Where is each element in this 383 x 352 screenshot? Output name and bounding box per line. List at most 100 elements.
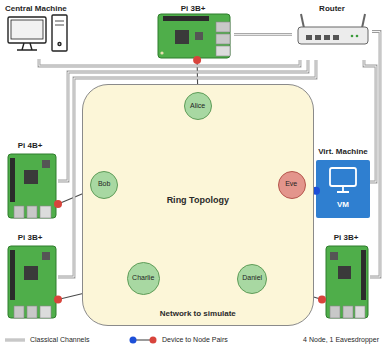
router-port [333, 35, 339, 40]
virtual-machine-node: Virt. MachineVM [316, 146, 370, 218]
pi-mount-hole [160, 51, 163, 54]
router-port [315, 35, 321, 40]
pi-chip [330, 252, 338, 260]
pi-pcb [158, 14, 230, 58]
node-name: Charlie [132, 274, 154, 282]
channel-line [370, 32, 380, 278]
eavesdropper-node: Eve [278, 171, 306, 199]
router-node: Router [292, 3, 372, 60]
raspberry-pi-board [326, 246, 368, 318]
pi-usb-port [216, 34, 230, 44]
pi-pcb [326, 246, 368, 318]
legend-entry: Classical Channels [4, 335, 90, 345]
computer-icon [8, 15, 67, 51]
pi-ethernet-port [40, 206, 51, 218]
node-label: Pi 3B+ [181, 4, 206, 13]
network-node: Bob [90, 171, 118, 199]
channel-line [234, 33, 292, 36]
pi-soc [338, 266, 351, 279]
network-node: Daniel [237, 264, 267, 294]
node-label: Pi 4B+ [18, 141, 43, 150]
vm-monitor-stand [337, 186, 349, 192]
pi-soc [175, 30, 189, 44]
pi-ethernet-port [355, 306, 365, 318]
pi-usb-port [343, 306, 353, 318]
router-icon [298, 14, 368, 44]
pc-tower [52, 15, 67, 51]
router-port [324, 35, 330, 40]
router-antenna [301, 14, 304, 28]
router-body [298, 27, 368, 44]
classical-channel [39, 59, 300, 66]
pi-pcb [8, 246, 56, 318]
pc-power-button [58, 43, 61, 46]
legend-line [133, 339, 153, 340]
node-label: Router [319, 4, 345, 13]
router-led [356, 35, 359, 38]
channel-line-gap [234, 34, 292, 35]
legend-line [5, 339, 25, 342]
pc-tower-bays [55, 21, 64, 25]
raspberry-pi-board [158, 14, 230, 58]
node-label: Virt. Machine [318, 147, 368, 156]
node-name: Bob [98, 180, 110, 188]
device-dot [193, 56, 201, 64]
monitor [8, 17, 46, 43]
legend-text: Device to Node Pairs [162, 336, 228, 344]
raspberry-pi-board [8, 154, 56, 218]
legend-line-gap [5, 340, 25, 341]
network-node: Charlie [127, 262, 160, 295]
classical-channel [370, 32, 380, 278]
node-label: Pi 3B+ [334, 233, 359, 242]
channel-line-gap [364, 60, 376, 182]
pi-ethernet-port [40, 306, 51, 318]
monitor-stand [17, 43, 37, 50]
legend-text: Classical Channels [30, 336, 90, 344]
channel-line [364, 60, 376, 182]
pi-gpio-header [10, 158, 15, 202]
node-name: Daniel [242, 274, 262, 282]
router-port [306, 35, 312, 40]
network-region: AliceBob EveCharlie Daniel Ring TopologyNet… [82, 84, 314, 326]
device-dot [54, 296, 62, 304]
pi-usb-port [14, 206, 24, 218]
pi-chip [42, 160, 50, 168]
raspberry-pi-board [8, 246, 56, 318]
pi-chip [195, 32, 203, 40]
note-label: 4 Node, 1 Eavesdropper [303, 336, 379, 344]
vm-panel [316, 160, 370, 218]
legend-swatch [4, 335, 26, 345]
device-node: Pi 3B+ [152, 3, 234, 60]
device-node: Pi 3B+ [2, 232, 58, 322]
legend-dot [150, 337, 157, 344]
router-led [351, 35, 354, 38]
vm-monitor [330, 168, 356, 186]
pi-gpio-header [361, 250, 366, 300]
monitor-screen [11, 20, 43, 39]
pi-ethernet-port [216, 46, 230, 56]
pi-soc [24, 170, 38, 184]
channel-line-gap [370, 32, 380, 278]
node-caption: Network to simulate [160, 309, 236, 318]
pi-soc [24, 266, 38, 280]
classical-channel [234, 34, 292, 35]
pi-chip [42, 252, 50, 260]
channel-line [39, 59, 300, 66]
node-label: Pi 3B+ [18, 233, 43, 242]
computer-node: Central Machine [2, 3, 76, 59]
pi-usb-port [14, 306, 24, 318]
device-node: Pi 4B+ [2, 140, 58, 222]
node-label: Ring Topology [167, 195, 229, 205]
network-node: Alice [184, 92, 212, 120]
device-node: Pi 3B+ [322, 232, 370, 322]
node-name: Alice [190, 102, 205, 110]
pi-gpio-header [163, 16, 209, 21]
pi-usb-port [216, 22, 230, 32]
pi-gpio-header [10, 250, 15, 300]
virtual-machine-icon [316, 160, 370, 218]
pi-usb-port [330, 306, 340, 318]
router-antenna [362, 14, 365, 28]
device-dot [318, 296, 326, 304]
